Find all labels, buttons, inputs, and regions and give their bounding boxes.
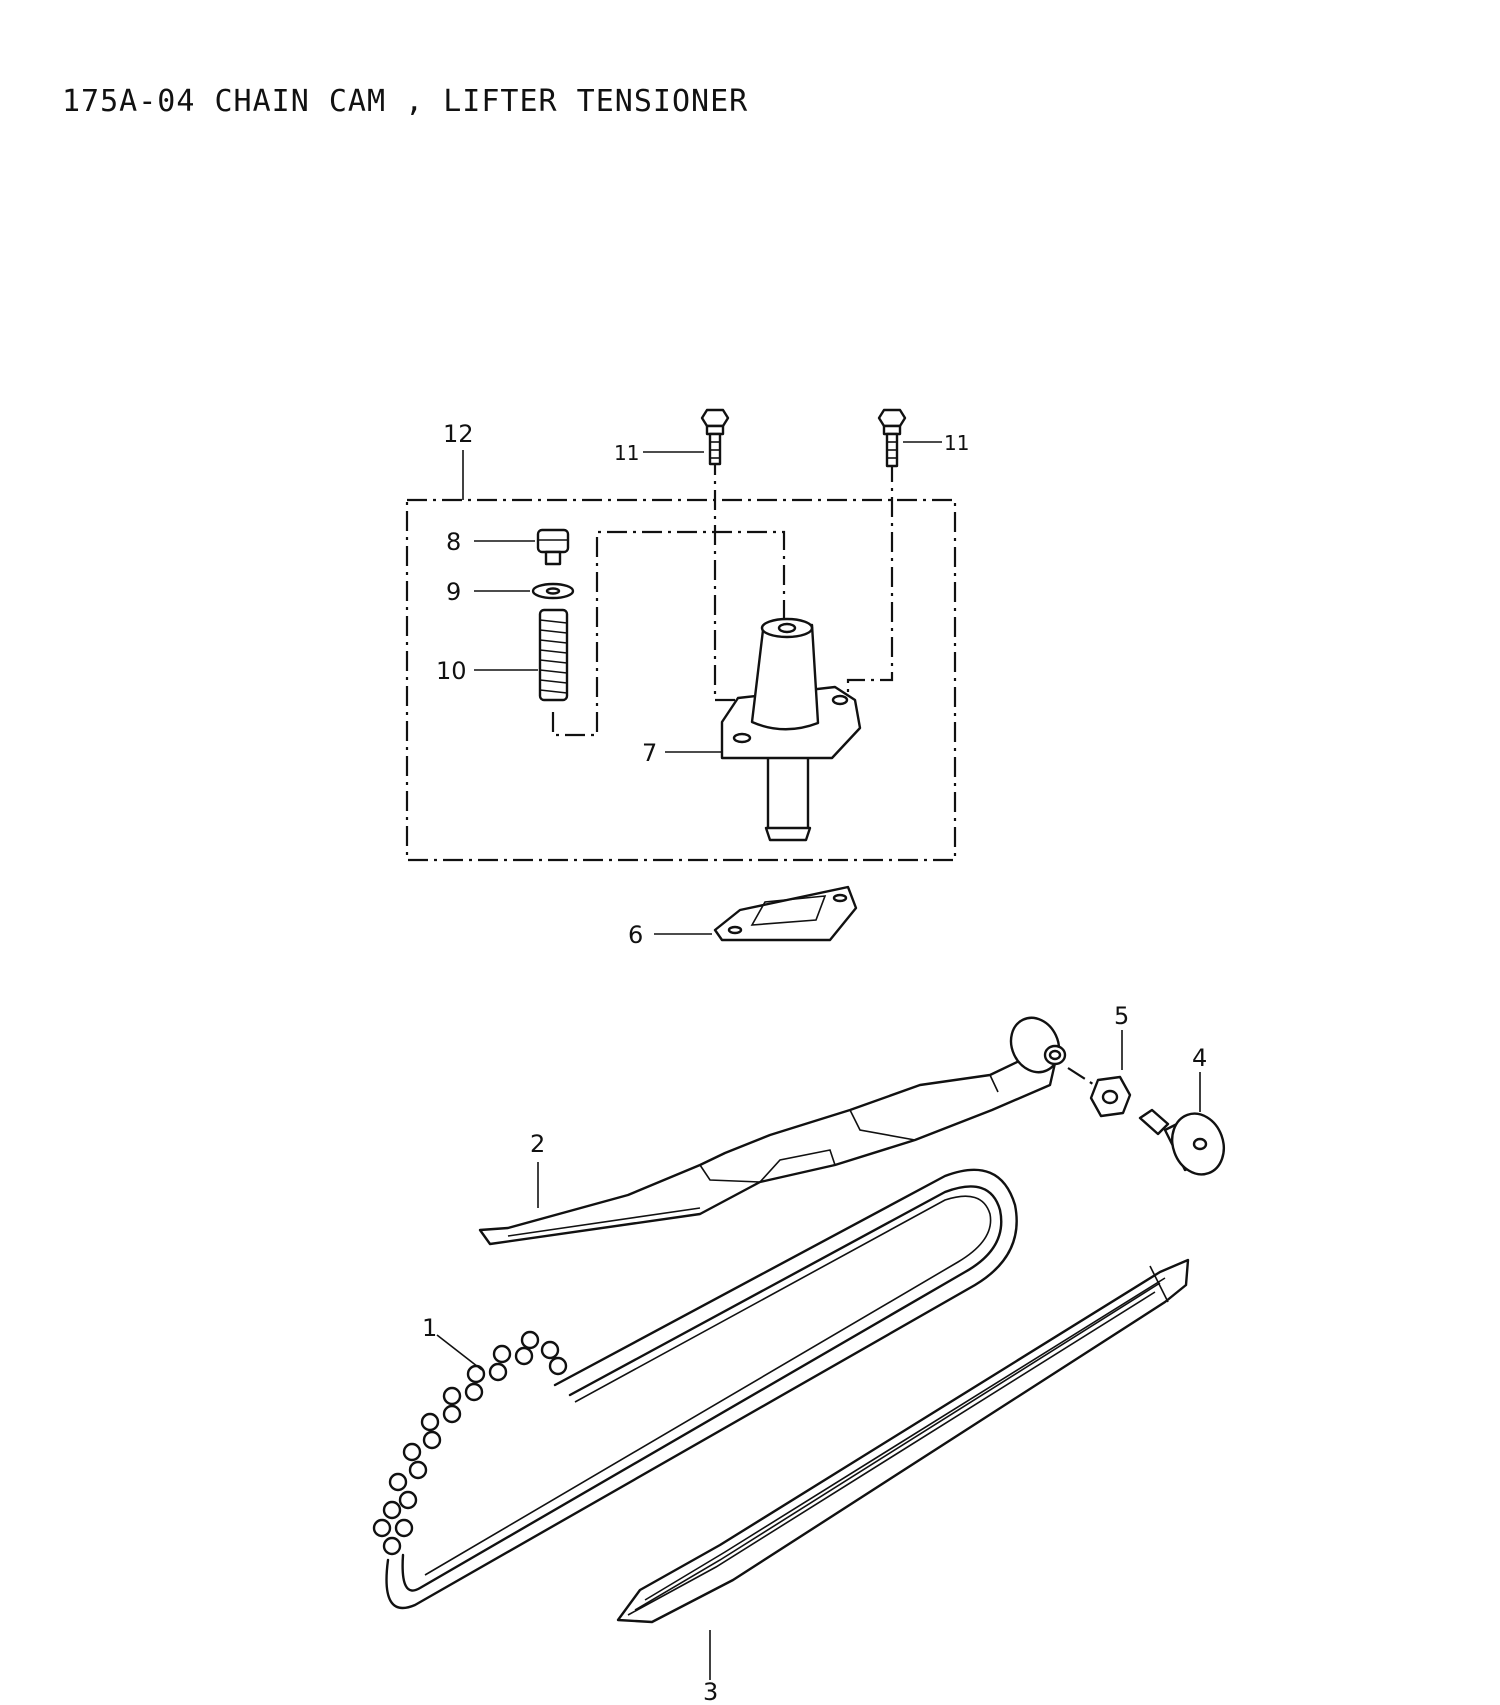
alignment-lines bbox=[551, 455, 1111, 1096]
callout-5: 5 bbox=[1114, 1002, 1129, 1030]
pivot-bolt bbox=[1138, 1108, 1225, 1176]
callout-11-right: 11 bbox=[944, 431, 969, 455]
gasket bbox=[713, 885, 858, 942]
callout-10: 10 bbox=[436, 657, 467, 685]
callout-2: 2 bbox=[530, 1130, 545, 1158]
callout-7: 7 bbox=[642, 739, 657, 767]
cam-chain bbox=[372, 1168, 1018, 1610]
callout-6: 6 bbox=[628, 921, 643, 949]
mounting-bolt-left bbox=[700, 408, 730, 466]
mounting-bolt-right bbox=[877, 408, 907, 468]
sealing-washer bbox=[531, 582, 575, 600]
assembly-boundary bbox=[405, 450, 957, 862]
lifter-body bbox=[720, 617, 862, 842]
spring bbox=[538, 608, 569, 702]
callout-4: 4 bbox=[1192, 1044, 1207, 1072]
callout-1: 1 bbox=[422, 1314, 437, 1342]
plug-bolt bbox=[536, 528, 570, 566]
callout-8: 8 bbox=[446, 528, 461, 556]
leader-lines bbox=[436, 441, 1201, 1680]
washer bbox=[1089, 1075, 1132, 1118]
callout-labels: 1 2 3 4 5 6 7 8 9 10 11 11 12 bbox=[422, 420, 1207, 1705]
callout-11-left: 11 bbox=[614, 441, 639, 465]
diagram-title: 175A-04 CHAIN CAM , LIFTER TENSIONER bbox=[62, 84, 749, 119]
callout-3: 3 bbox=[703, 1678, 718, 1705]
tensioner-guide bbox=[478, 1016, 1067, 1246]
chain-guide bbox=[616, 1258, 1190, 1624]
callout-12: 12 bbox=[443, 420, 474, 448]
callout-9: 9 bbox=[446, 578, 461, 606]
